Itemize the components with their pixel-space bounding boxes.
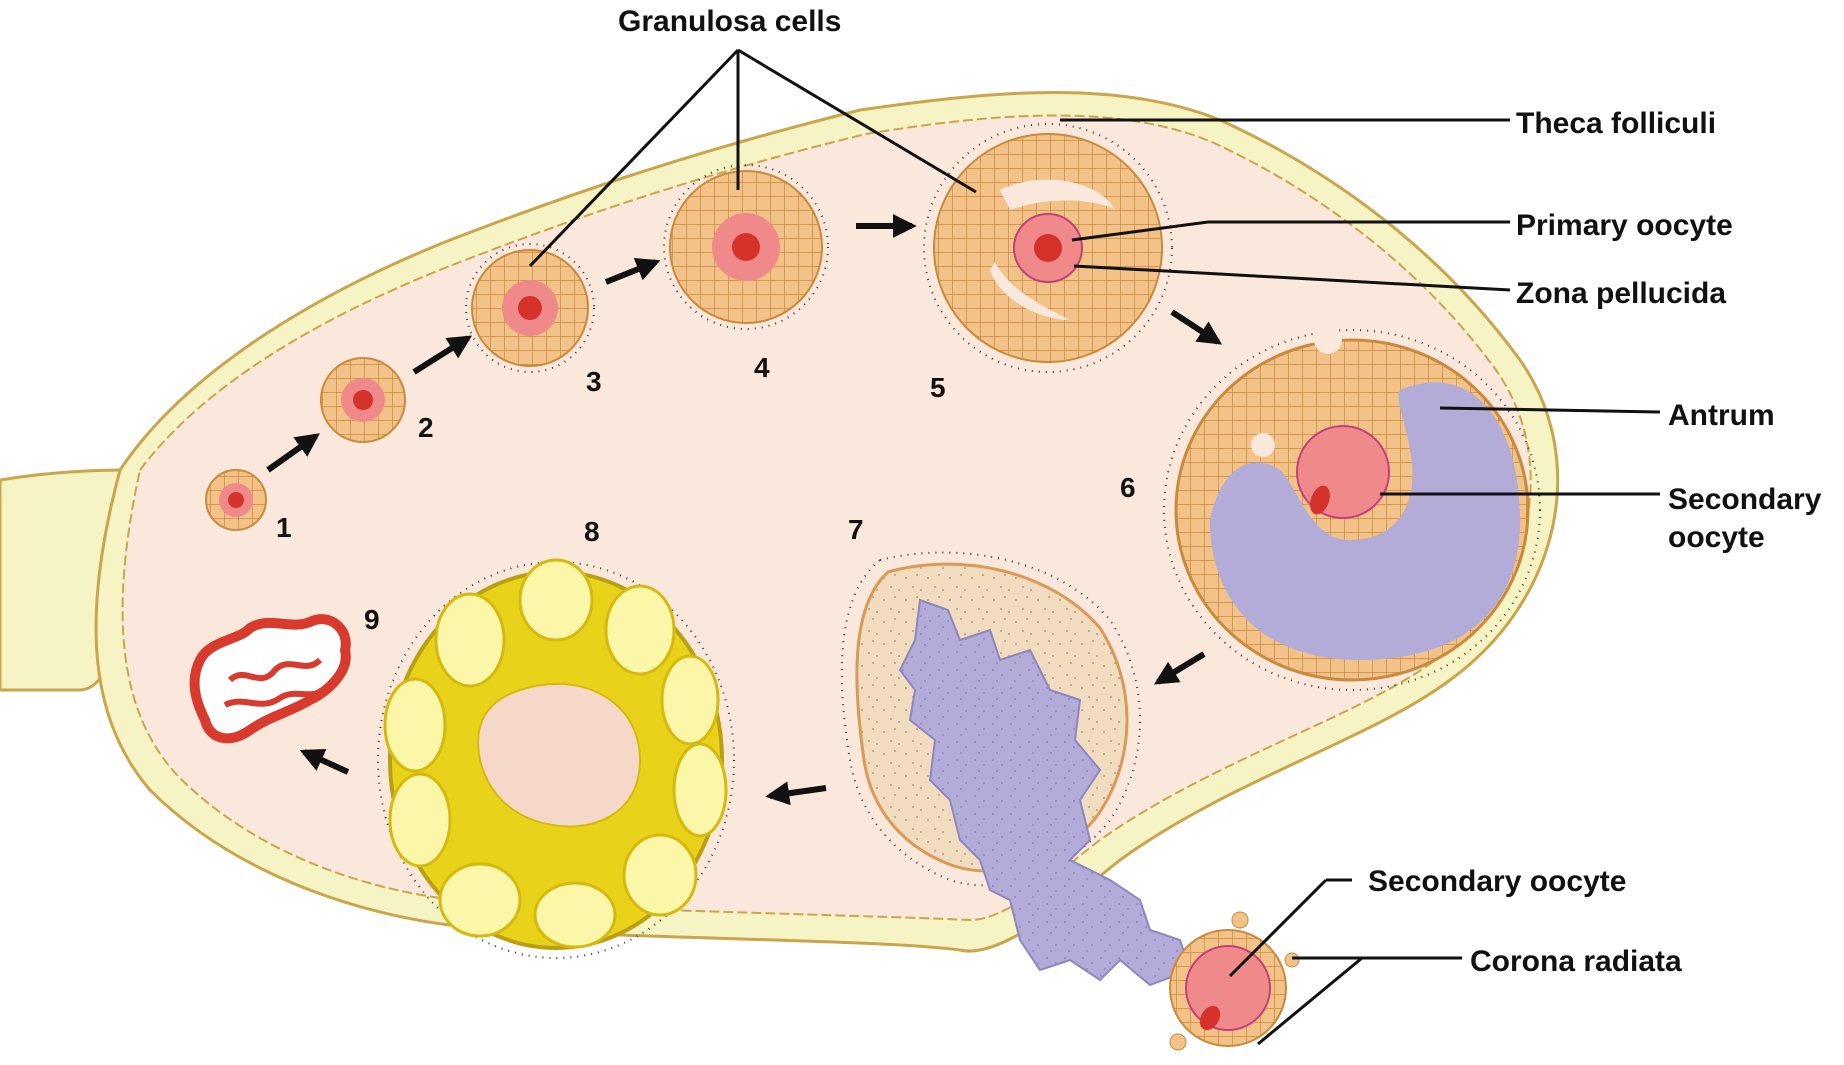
stage-number-8: 8 xyxy=(584,516,600,548)
label-granulosa-cells: Granulosa cells xyxy=(618,4,841,40)
label-theca-folliculi: Theca folliculi xyxy=(1516,106,1716,142)
stage-number-3: 3 xyxy=(586,366,602,398)
stage-number-5: 5 xyxy=(930,372,946,404)
label-corona-radiata: Corona radiata xyxy=(1470,944,1682,980)
label-primary-oocyte: Primary oocyte xyxy=(1516,208,1733,244)
label-antrum: Antrum xyxy=(1668,398,1775,434)
label-secondary-oocyte-line2: oocyte xyxy=(1668,520,1765,556)
label-secondary-oocyte-released: Secondary oocyte xyxy=(1368,864,1626,900)
stage-number-2: 2 xyxy=(418,412,434,444)
label-zona-pellucida: Zona pellucida xyxy=(1516,276,1726,312)
released-oocyte xyxy=(1170,912,1299,1050)
label-secondary-oocyte-line1: Secondary xyxy=(1668,482,1821,518)
stage-number-9: 9 xyxy=(364,604,380,636)
follicle-stage-2 xyxy=(321,358,405,442)
stage-number-1: 1 xyxy=(276,512,292,544)
stage-number-7: 7 xyxy=(848,514,864,546)
stage-number-4: 4 xyxy=(754,352,770,384)
follicle-stage-1 xyxy=(206,470,266,530)
stage-number-6: 6 xyxy=(1120,472,1136,504)
